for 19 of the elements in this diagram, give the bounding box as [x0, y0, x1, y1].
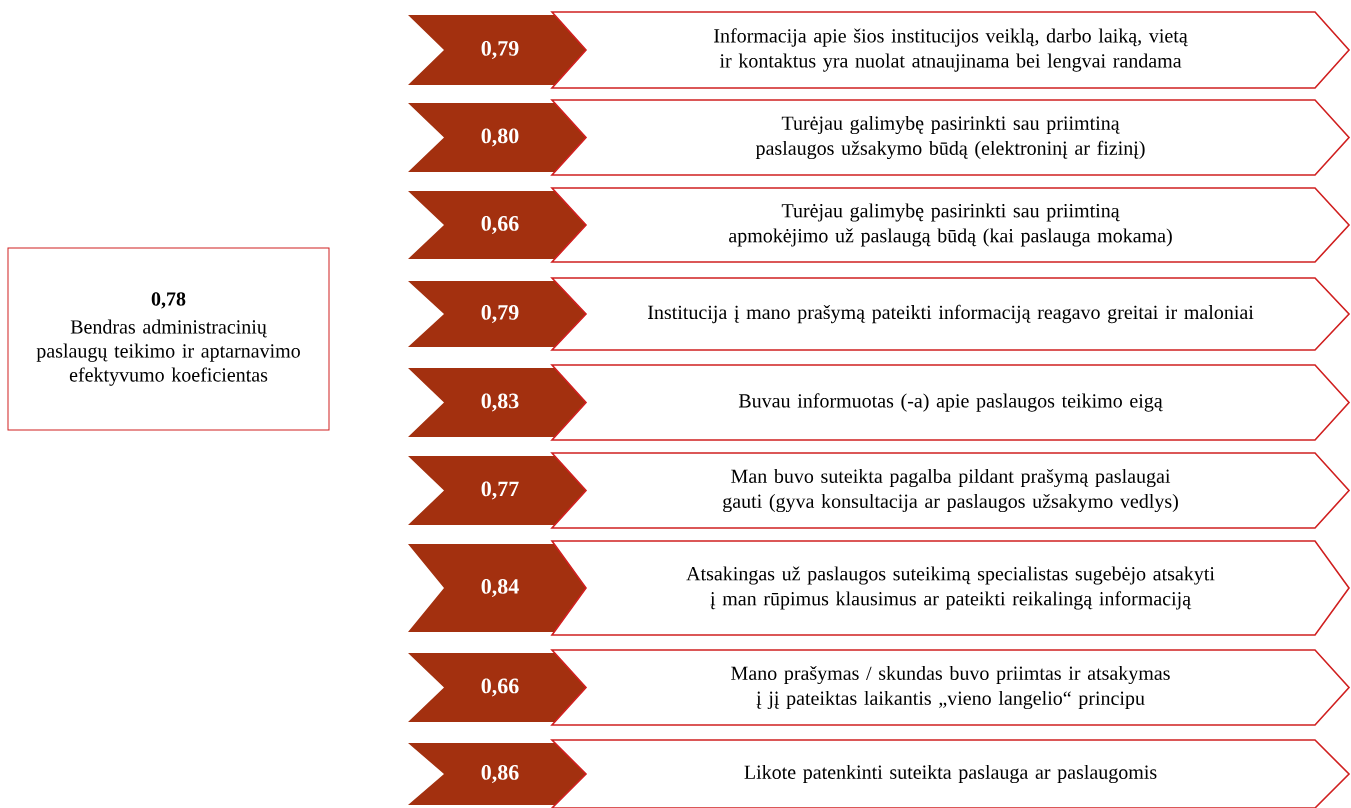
statement-banner: Buvau informuotas (-a) apie paslaugos teikimo eigą	[550, 364, 1351, 441]
value-banner: 0,86	[408, 743, 592, 805]
statement-banner: Turėjau galimybę pasirinkti sau priimtiną paslaugos užsakymo būdą (elektroninį ar fizinį)	[550, 99, 1351, 176]
statement-banner: Institucija į mano prašymą pateikti informaciją reagavo greitai ir maloniai	[550, 277, 1351, 351]
value-banner: 0,66	[408, 191, 592, 259]
statement-banner: Mano prašymas / skundas buvo priimtas ir atsakymas į jį pateiktas laikantis „vieno langelio“ principu	[550, 649, 1351, 726]
value-banner: 0,79	[408, 281, 592, 347]
value-banner: 0,84	[408, 544, 592, 632]
statement-banner: Informacija apie šios institucijos veiklą, darbo laiką, vietą ir kontaktus yra nuolat atnaujinama bei lengvai randama	[550, 11, 1351, 89]
statement-banner: Turėjau galimybę pasirinkti sau priimtiną apmokėjimo už paslaugą būdą (kai paslauga mokama)	[550, 187, 1351, 263]
statement-banner: Man buvo suteikta pagalba pildant prašymą paslaugai gauti (gyva konsultacija ar paslaugos užsakymo vedlys)	[550, 452, 1351, 529]
value-banner: 0,79	[408, 15, 592, 85]
summary-box: 0,78 Bendras administracinių paslaugų teikimo ir aptarnavimo efektyvumo koeficientas	[7, 247, 330, 431]
value-banner: 0,80	[408, 103, 592, 172]
value-banner: 0,77	[408, 456, 592, 525]
value-banner: 0,83	[408, 368, 592, 437]
statement-banner: Likote patenkinti suteikta paslauga ar paslaugomis	[550, 739, 1351, 808]
statement-banner: Atsakingas už paslaugos suteikimą specialistas sugebėjo atsakyti į man rūpimus klausimus ar pateikti reikalingą informaciją	[550, 540, 1350, 636]
value-banner: 0,66	[408, 653, 592, 722]
